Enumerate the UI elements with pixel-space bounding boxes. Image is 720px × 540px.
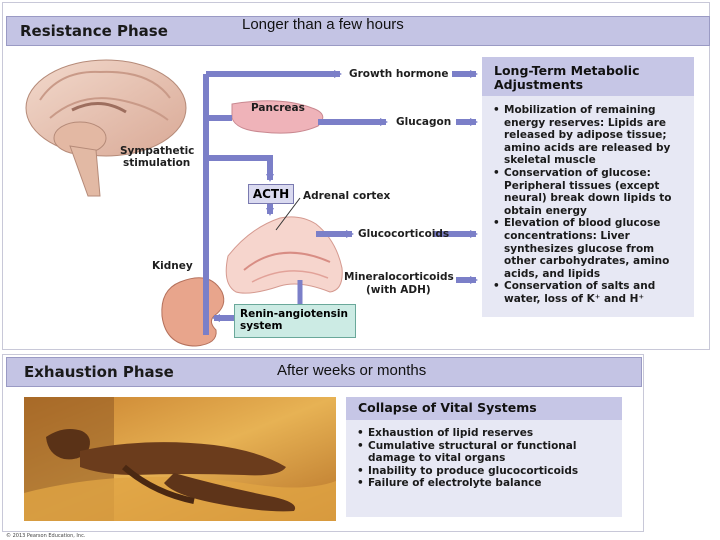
kidney-illustration bbox=[161, 277, 225, 347]
label-sympathetic-line1: Sympathetic bbox=[120, 145, 195, 157]
resistance-caption: Longer than a few hours bbox=[242, 16, 404, 33]
adjustment-item: Elevation of blood glucose concentration… bbox=[492, 217, 688, 280]
adjustments-title-line1: Long-Term Metabolic bbox=[494, 63, 640, 78]
pancreas-illustration bbox=[231, 100, 324, 134]
collapse-item: Exhaustion of lipid reserves bbox=[356, 427, 618, 440]
collapse-item: Failure of electrolyte balance bbox=[356, 477, 618, 490]
label-pancreas: Pancreas bbox=[251, 102, 305, 114]
adjustments-header: Long-Term Metabolic Adjustments bbox=[482, 57, 694, 96]
adjustment-item: Conservation of glucose: Peripheral tiss… bbox=[492, 167, 688, 217]
renin-line1: Renin-angiotensin bbox=[240, 308, 348, 320]
brain-illustration bbox=[25, 59, 187, 197]
label-mineralocorticoids-line1: Mineralocorticoids bbox=[344, 271, 454, 283]
exhaustion-caption: After weeks or months bbox=[277, 362, 427, 379]
adjustment-item: Mobilization of remaining energy reserve… bbox=[492, 104, 688, 167]
collapse-list: Exhaustion of lipid reserves Cumulative … bbox=[356, 427, 618, 490]
label-kidney: Kidney bbox=[152, 260, 193, 272]
collapse-item: Cumulative structural or functional dama… bbox=[356, 440, 618, 465]
exhaustion-phase-title: Exhaustion Phase bbox=[24, 363, 174, 381]
label-adrenal-cortex: Adrenal cortex bbox=[303, 190, 391, 202]
collapse-header: Collapse of Vital Systems bbox=[346, 397, 622, 420]
resistance-phase-header bbox=[6, 16, 710, 46]
resistance-phase-title: Resistance Phase bbox=[20, 22, 168, 40]
label-glucocorticoids: Glucocorticoids bbox=[358, 228, 450, 240]
adrenal-illustration bbox=[225, 216, 343, 294]
label-sympathetic-line2: stimulation bbox=[123, 157, 191, 169]
collapse-item: Inability to produce glucocorticoids bbox=[356, 465, 618, 478]
label-mineralocorticoids-line2: (with ADH) bbox=[366, 284, 431, 296]
adjustments-title-line2: Adjustments bbox=[494, 77, 584, 92]
label-glucagon: Glucagon bbox=[396, 116, 452, 128]
renin-angiotensin-box: Renin-angiotensin system bbox=[234, 304, 356, 338]
adjustment-item: Conservation of salts and water, loss of… bbox=[492, 280, 688, 305]
exhaustion-phase-header bbox=[6, 357, 642, 387]
copyright-notice: © 2013 Pearson Education, Inc. bbox=[6, 533, 86, 539]
acth-box: ACTH bbox=[248, 184, 294, 204]
adjustments-list: Mobilization of remaining energy reserve… bbox=[492, 104, 688, 306]
renin-line2: system bbox=[240, 320, 283, 332]
exhaustion-photo bbox=[24, 397, 336, 521]
label-growth-hormone: Growth hormone bbox=[349, 68, 449, 80]
